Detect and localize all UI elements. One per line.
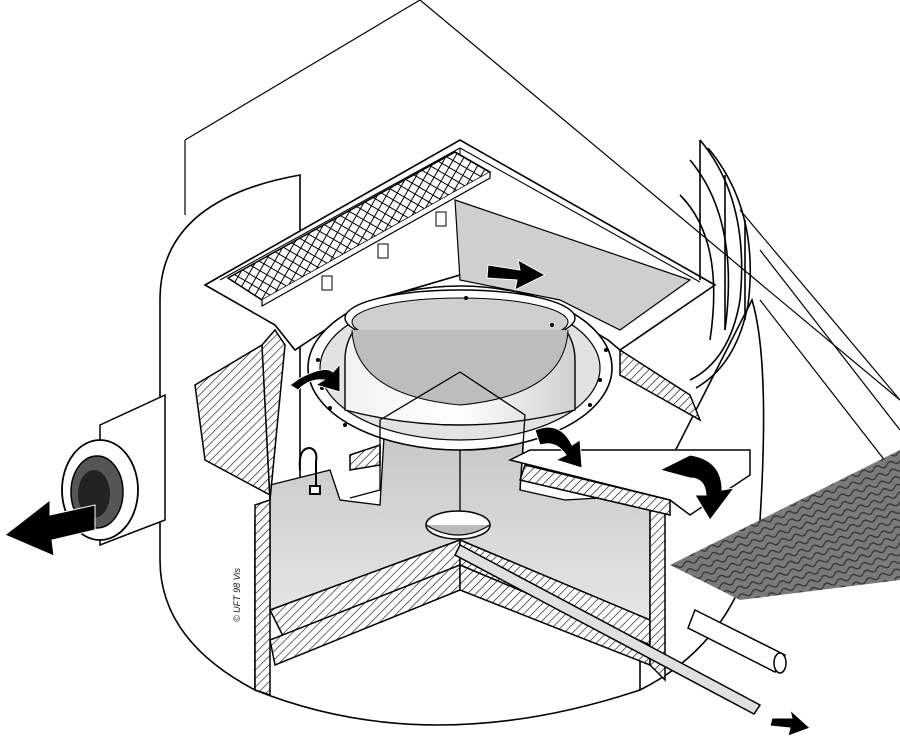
right-swirl-arrow: [534, 426, 583, 469]
deck-flow-arrow: [486, 259, 547, 291]
flange-bolts: [316, 296, 608, 427]
pipe-hook: [298, 446, 321, 495]
flow-arrows: [4, 259, 811, 737]
inlet-pipe: [61, 393, 166, 547]
access-grating: [226, 151, 492, 308]
bottom-sump: [425, 510, 491, 540]
overflow-arrow: [658, 454, 736, 521]
building-outline: [184, 0, 900, 481]
cut-concrete-walls: [194, 328, 702, 697]
safety-railing: [679, 139, 752, 389]
deck-inner-wall: [454, 199, 692, 331]
outlet-pipe: [454, 543, 787, 715]
inner-cylinder: [307, 285, 613, 499]
outflow-arrow: [769, 708, 811, 737]
inflow-arrow: [4, 498, 96, 557]
left-swirl-arrow: [289, 362, 341, 393]
copyright-label: © UFT 98 Vis: [232, 568, 242, 622]
receiving-water: [670, 450, 900, 600]
